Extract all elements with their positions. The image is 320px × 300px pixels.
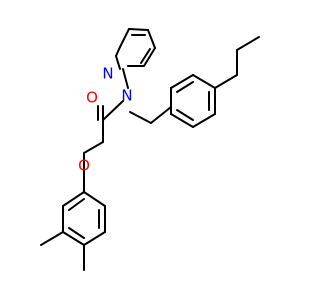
amide-bond xyxy=(150,106,172,124)
phenoxy-bond xyxy=(62,231,85,246)
amide-nitrogen-label: N xyxy=(121,87,132,105)
ether-oxygen-label: O xyxy=(78,157,90,175)
pyridine-bond xyxy=(122,68,129,89)
pyridine-double-bond xyxy=(140,48,151,64)
pyridine-bond xyxy=(143,47,156,67)
ethyl-bond xyxy=(236,36,260,51)
methyl-bond xyxy=(40,231,64,246)
structure-canvas: O N N O xyxy=(40,28,260,271)
benzyl-bond xyxy=(170,113,194,128)
dimethylphenoxy-ring xyxy=(40,163,106,271)
phenoxy-double-bond xyxy=(68,198,85,211)
ethylbenzyl-ring xyxy=(170,36,260,128)
pyridine-bond xyxy=(147,29,156,49)
carbonyl-oxygen-label: O xyxy=(86,89,98,107)
ethyl-bond xyxy=(214,74,238,89)
phenoxy-bond xyxy=(83,191,106,207)
pyridine-ring xyxy=(115,28,156,89)
pyridine-bond xyxy=(128,28,149,31)
chemical-structure-diagram: O N N O xyxy=(40,28,260,271)
phenoxy-bond xyxy=(83,231,106,246)
amide-linkage xyxy=(83,100,172,165)
amide-bond xyxy=(129,111,152,124)
linker-bond xyxy=(83,141,104,154)
benzyl-double-bond xyxy=(176,81,194,93)
pyridine-bond xyxy=(115,46,121,57)
pyridine-bond xyxy=(115,55,121,70)
pyridine-bond xyxy=(119,28,130,48)
phenoxy-double-bond xyxy=(68,227,85,239)
phenoxy-bond xyxy=(62,191,85,207)
benzyl-bond xyxy=(192,74,216,89)
benzyl-bond xyxy=(192,113,216,128)
amide-bond xyxy=(102,100,124,121)
benzyl-double-bond xyxy=(176,109,194,121)
pyridine-nitrogen-label: N xyxy=(102,65,113,83)
benzyl-bond xyxy=(170,74,194,89)
